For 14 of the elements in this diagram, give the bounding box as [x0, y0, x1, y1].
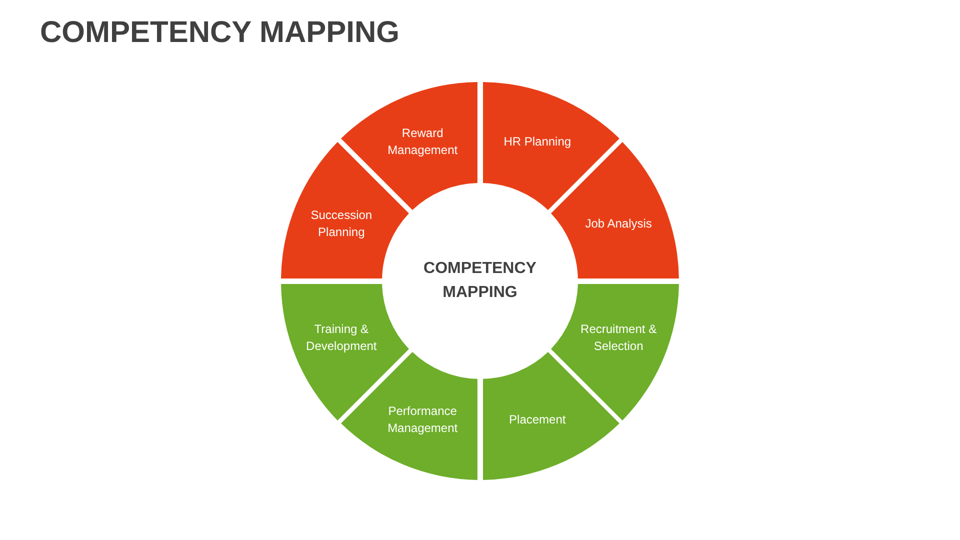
segment-label: Training & Development — [305, 321, 378, 356]
segment-label: Job Analysis — [585, 215, 652, 232]
segment-label: Placement — [509, 411, 566, 428]
segment-label: HR Planning — [504, 134, 572, 151]
segment-label: Performance Management — [386, 402, 459, 437]
ring-segment — [482, 82, 619, 210]
ring-segment — [341, 352, 478, 480]
page-title: COMPETENCY MAPPING — [40, 18, 400, 48]
segment-label: Reward Management — [386, 125, 459, 160]
center-label: COMPETENCY MAPPING — [415, 257, 545, 305]
segment-label: Succession Planning — [310, 206, 374, 241]
ring-segment — [482, 352, 619, 480]
segment-label: Recruitment & Selection — [580, 321, 658, 356]
ring-segment — [341, 82, 478, 210]
